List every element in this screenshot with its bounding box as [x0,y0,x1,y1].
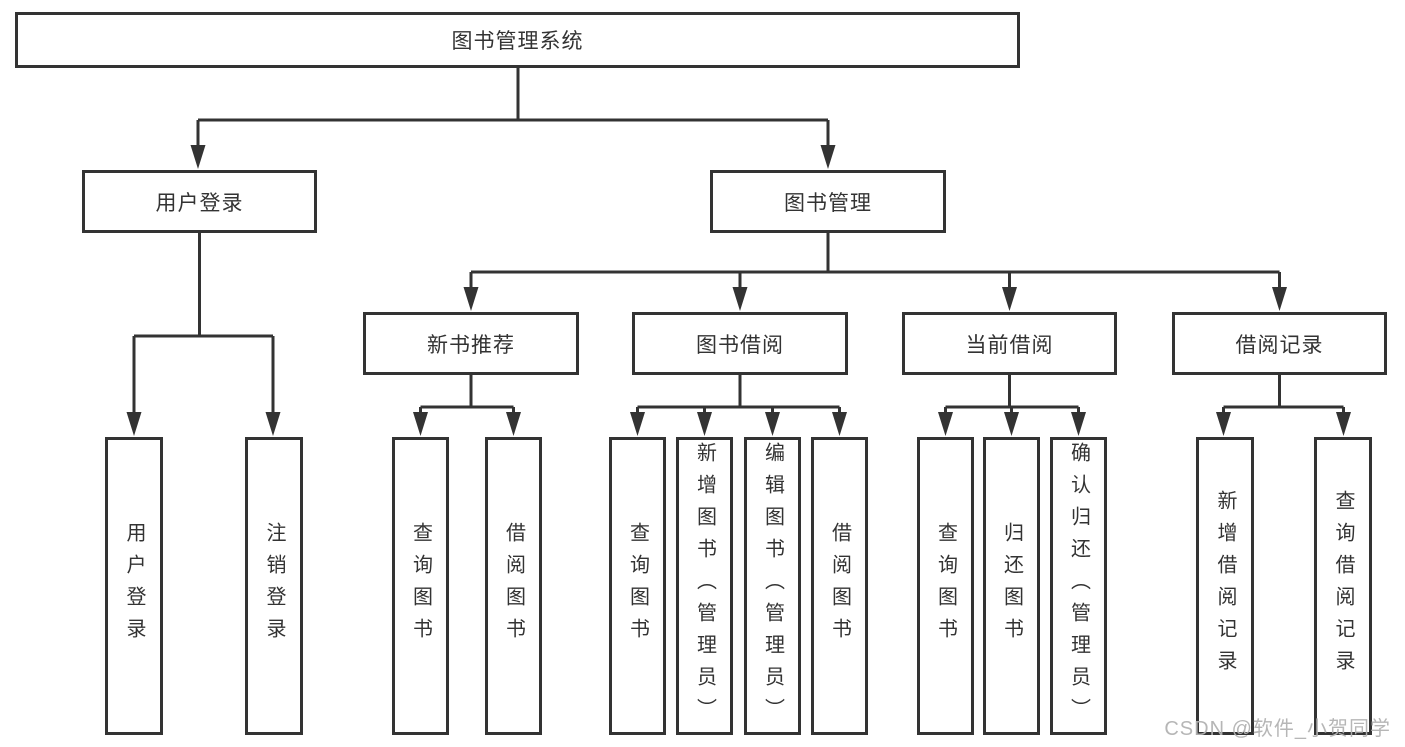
leaf-query-books-1: 查询图书 [392,437,449,735]
leaf-borrow-books-1: 借阅图书 [485,437,542,735]
node-label: 查询图书 [409,522,432,650]
leaf-logout: 注销登录 [245,437,303,735]
leaf-user-login: 用户登录 [105,437,163,735]
leaf-query-books-2: 查询图书 [609,437,666,735]
node-label: 用户登录 [155,191,244,215]
leaf-return-books: 归还图书 [983,437,1040,735]
node-label: 借阅记录 [1235,333,1324,357]
leaf-add-borrow-record: 新增借阅记录 [1196,437,1254,735]
node-label: 查询图书 [934,522,957,650]
node-library-management-system: 图书管理系统 [15,12,1020,68]
node-label: 用户登录 [123,522,145,650]
node-label: 图书管理系统 [451,30,584,53]
node-label: 注销登录 [263,522,285,650]
node-label: 归还图书 [1000,522,1023,650]
node-book-borrowing: 图书借阅 [632,312,848,375]
node-borrowing-records: 借阅记录 [1172,312,1387,375]
node-label: 查询图书 [626,522,649,650]
node-new-book-recommend: 新书推荐 [363,312,579,375]
node-current-borrowing: 当前借阅 [902,312,1117,375]
node-label: 新增图书（管理员） [693,442,716,730]
node-label: 新增借阅记录 [1214,490,1236,682]
node-label: 编辑图书（管理员） [761,442,784,730]
leaf-query-books-3: 查询图书 [917,437,974,735]
node-label: 当前借阅 [965,333,1054,357]
leaf-add-books-admin: 新增图书（管理员） [676,437,733,735]
leaf-confirm-return-admin: 确认归还（管理员） [1050,437,1107,735]
csdn-watermark: CSDN @软件_小贺同学 [1164,718,1391,740]
node-label: 确认归还（管理员） [1067,442,1090,730]
node-user-login-module: 用户登录 [82,170,317,233]
node-label: 图书借阅 [696,333,784,357]
node-label: 图书管理 [784,191,872,215]
node-label: 借阅图书 [502,522,525,650]
node-label: 新书推荐 [427,333,515,357]
leaf-query-borrow-record: 查询借阅记录 [1314,437,1372,735]
node-label: 查询借阅记录 [1332,490,1354,682]
leaf-edit-books-admin: 编辑图书（管理员） [744,437,801,735]
leaf-borrow-books-2: 借阅图书 [811,437,868,735]
node-label: 借阅图书 [828,522,851,650]
node-book-management-module: 图书管理 [710,170,946,233]
